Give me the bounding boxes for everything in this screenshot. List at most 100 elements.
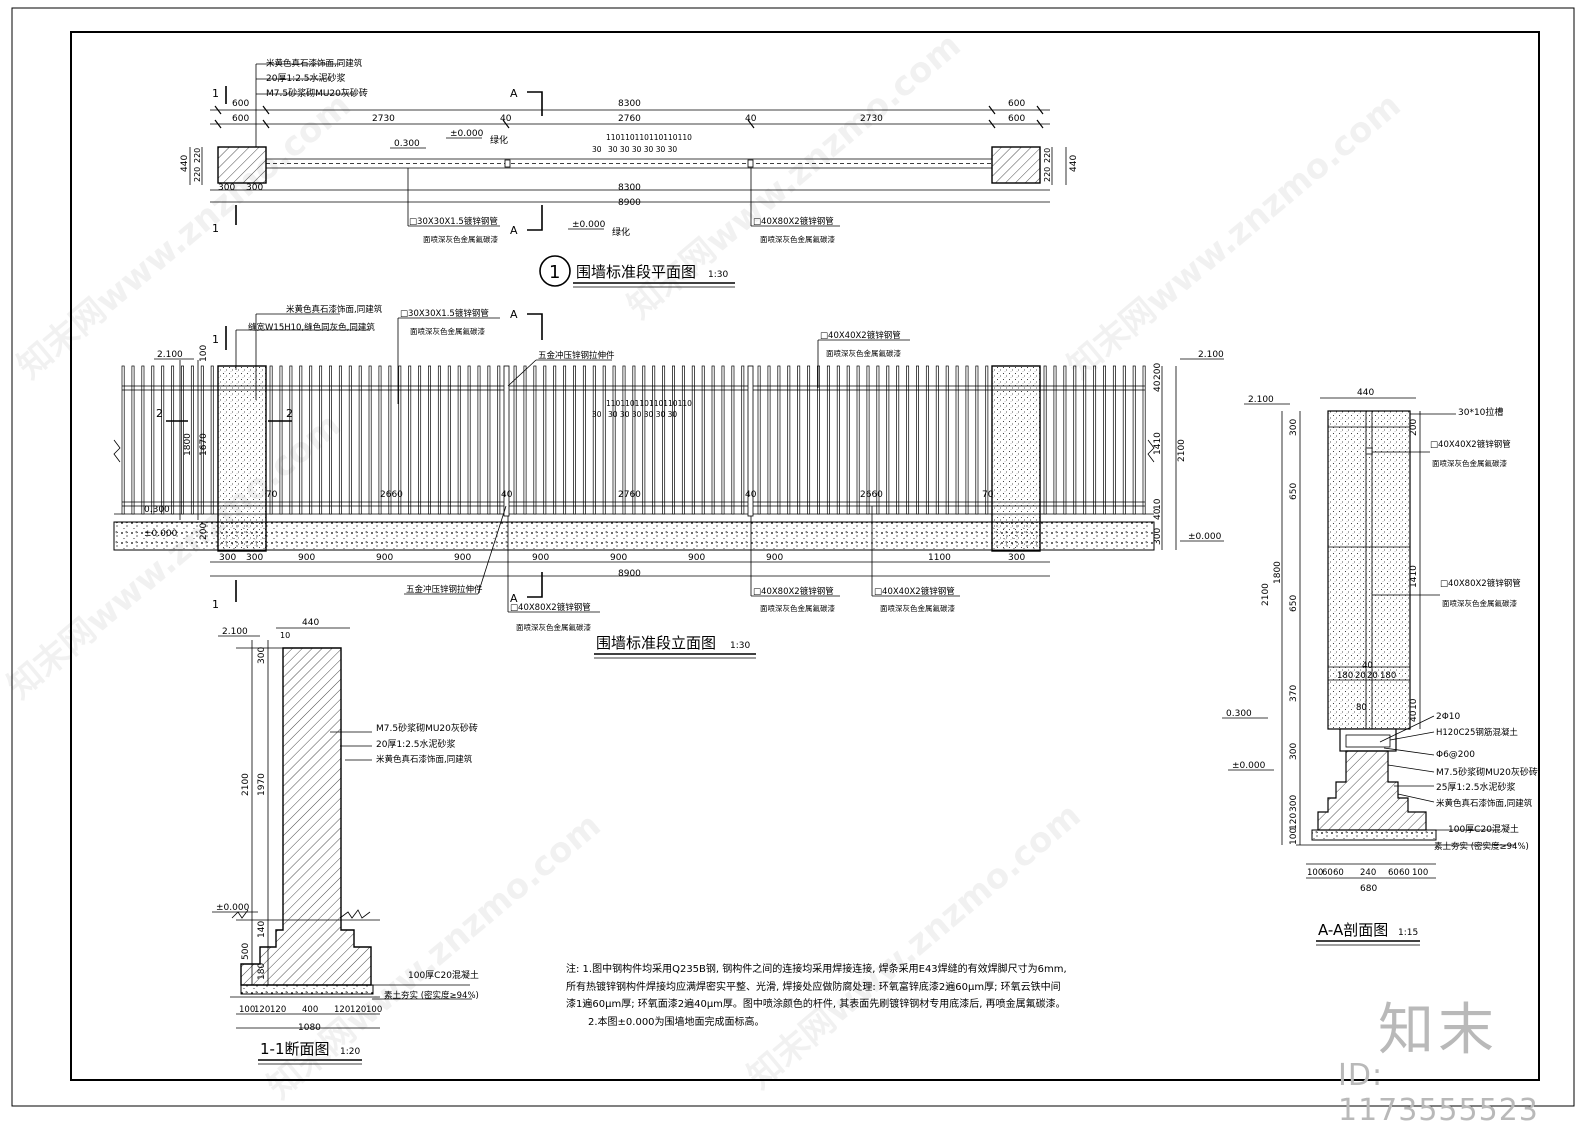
- plan-cut-1-bottom: 1: [212, 222, 219, 235]
- plan-dim-8900: 8900: [618, 198, 641, 208]
- watermark-layer: 知末网www.znzmo.com 知末网www.znzmo.com 知末网www…: [0, 25, 1409, 1107]
- sec11-width-440: 440: [302, 618, 319, 628]
- section-a-a: 440 300 650 1800 650 2100 370 300 300 12…: [1222, 388, 1538, 946]
- notes-line-2: 所有热镀锌钢构件焊接均应满焊密实平整、光滑, 焊接处应做防腐处理: 环氧富锌底漆…: [566, 980, 1061, 993]
- elev-right-40b: 40: [1153, 508, 1163, 520]
- plan-pipe-30x30: □30X30X1.5镀锌钢管: [409, 216, 498, 227]
- fence-picket: [787, 365, 791, 515]
- aa-mid-20b: 20: [1367, 671, 1378, 681]
- aa-rebar-2: Φ6@200: [1436, 750, 1475, 760]
- plan-dim-600-left-top: 600: [232, 99, 249, 109]
- sec11-bdim-1: 120: [254, 1005, 270, 1015]
- aa-mid-40: 40: [1362, 661, 1373, 671]
- fence-picket: [543, 365, 547, 515]
- elev-mid-40-left: 40: [501, 490, 513, 500]
- elev-right-300: 300: [1153, 528, 1163, 545]
- plan-level-0300: 0.300: [394, 139, 420, 149]
- plan-dim-600-a: 600: [232, 114, 249, 124]
- fence-picket: [1112, 365, 1116, 515]
- plan-cut-1-top: 1: [212, 87, 219, 100]
- aa-bdim-6: 100: [1412, 868, 1428, 878]
- sec11-level-0000: ±0.000: [216, 903, 250, 913]
- aa-bdim-1: 60: [1322, 868, 1333, 878]
- fence-picket: [711, 365, 715, 515]
- elev-left-100: 100: [199, 345, 209, 362]
- fence-picket: [457, 365, 461, 515]
- elev-right-10: 10: [1153, 498, 1163, 510]
- plan-title-circle: [539, 255, 571, 287]
- elev-scale: 1:30: [730, 641, 750, 651]
- elev-bdim-9: 1100: [928, 553, 951, 563]
- fence-picket: [632, 365, 636, 515]
- aa-rdim-1410: 1410: [1409, 565, 1419, 588]
- fence-picket: [681, 365, 685, 515]
- fence-picket: [757, 365, 761, 515]
- elev-pipe-40x40-bottom-note: 面喷深灰色金属氟碳漆: [880, 603, 955, 613]
- aa-rdim-10: 10: [1409, 698, 1419, 710]
- plan-side-220a-right: 220: [1043, 167, 1052, 182]
- fence-picket: [662, 365, 666, 515]
- fence-picket: [437, 365, 441, 515]
- fence-picket: [181, 365, 184, 515]
- elev-cut-a-bottom: A: [510, 592, 518, 605]
- aa-bdim-0: 100: [1307, 868, 1323, 878]
- sec11-dim-1970: 1970: [257, 773, 267, 796]
- svg-text:30 30 30 30 30 30: 30 30 30 30 30 30: [608, 145, 677, 154]
- aa-title: A-A剖面图: [1318, 921, 1388, 939]
- fence-picket: [1053, 365, 1057, 515]
- sec11-note-1: M7.5砂浆砌MU20灰砂砖: [376, 722, 478, 734]
- elevation-pickets: [121, 365, 1146, 515]
- elev-bdim-7: 900: [688, 553, 705, 563]
- plan-side-440-right: 440: [1069, 155, 1079, 172]
- fence-picket: [582, 365, 586, 515]
- aa-ldim-650b: 650: [1289, 595, 1299, 612]
- fence-picket: [975, 365, 979, 515]
- elev-level-0000-left: ±0.000: [144, 529, 178, 539]
- fence-picket: [200, 365, 204, 515]
- elev-cut-2-right: 2: [286, 407, 293, 420]
- sec11-note-3: 米黄色真石漆饰面,同建筑: [376, 754, 473, 765]
- aa-pipe-40x80: □40X80X2镀锌钢管: [1440, 578, 1521, 589]
- aa-level-0000: ±0.000: [1232, 761, 1266, 771]
- fence-picket: [513, 365, 517, 515]
- fence-picket: [573, 365, 576, 515]
- fence-picket: [767, 365, 771, 515]
- aa-ldim-120: 120: [1289, 813, 1299, 830]
- sec11-title: 1-1断面图: [260, 1040, 330, 1058]
- fence-picket: [691, 365, 695, 515]
- fence-picket: [1132, 365, 1136, 515]
- fence-picket: [826, 365, 830, 515]
- sec11-bdim-6: 100: [366, 1005, 382, 1015]
- fence-picket: [477, 365, 481, 515]
- fence-picket: [807, 365, 811, 515]
- aa-bdim-5: 60: [1399, 868, 1410, 878]
- sec11-base-note-1: 100厚C20混凝土: [408, 969, 479, 981]
- fence-picket: [701, 365, 705, 515]
- elev-bdim-5: 900: [532, 553, 549, 563]
- aa-overall-680: 680: [1360, 884, 1377, 894]
- elev-fitting-top: 五金冲压锌钢拉伸件: [538, 350, 615, 361]
- elev-bdim-4: 900: [454, 553, 471, 563]
- elev-left-1800: 1800: [183, 433, 193, 456]
- plan-side-440-left: 440: [180, 155, 190, 172]
- fence-picket: [985, 365, 989, 515]
- fence-picket: [672, 365, 675, 515]
- fence-picket: [1103, 365, 1106, 515]
- fence-picket: [319, 365, 323, 515]
- aa-width-440: 440: [1357, 388, 1374, 398]
- fence-picket: [348, 365, 352, 515]
- fence-picket: [817, 365, 820, 515]
- aa-mid-180a: 180: [1337, 671, 1353, 681]
- aa-groove: 30*10拉槽: [1458, 406, 1503, 418]
- fence-picket: [925, 365, 929, 515]
- aa-bdim-4: 60: [1388, 868, 1399, 878]
- elev-pipe-40x40-top: □40X40X2镀锌钢管: [820, 330, 901, 341]
- sec11-dim-500: 500: [241, 943, 251, 960]
- plan-green-bottom: 绿化: [612, 226, 630, 238]
- sec11-scale: 1:20: [340, 1047, 360, 1057]
- plan-spacing: 110110110110110110: [606, 133, 692, 142]
- elev-pipe-40x40-top-note: 面喷深灰色金属氟碳漆: [826, 348, 901, 358]
- fence-picket: [378, 365, 382, 515]
- plan-side-220b-left: 220: [193, 148, 202, 163]
- elevation-view: 300 300 900 900 900 900 900 900 900 1100…: [113, 304, 1224, 659]
